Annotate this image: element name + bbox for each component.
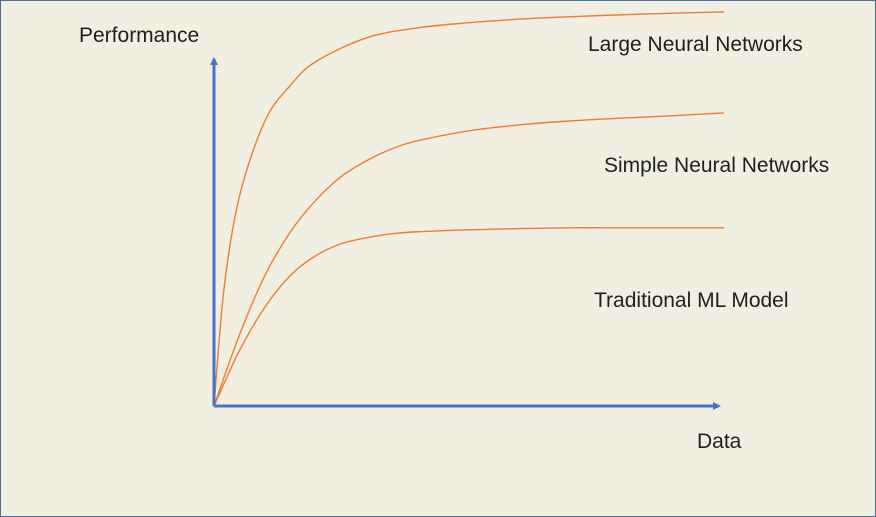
series-label-traditional-ml-model: Traditional ML Model xyxy=(594,289,789,312)
curve-traditional-ml-model xyxy=(213,227,724,407)
x-axis-label: Data xyxy=(697,430,742,453)
curves-group xyxy=(213,11,725,407)
series-label-simple-neural-networks: Simple Neural Networks xyxy=(604,154,829,177)
curve-large-neural-networks xyxy=(213,11,725,407)
curve-simple-neural-networks xyxy=(213,112,725,407)
series-label-large-neural-networks: Large Neural Networks xyxy=(588,33,803,56)
y-axis-label: Performance xyxy=(79,24,199,47)
